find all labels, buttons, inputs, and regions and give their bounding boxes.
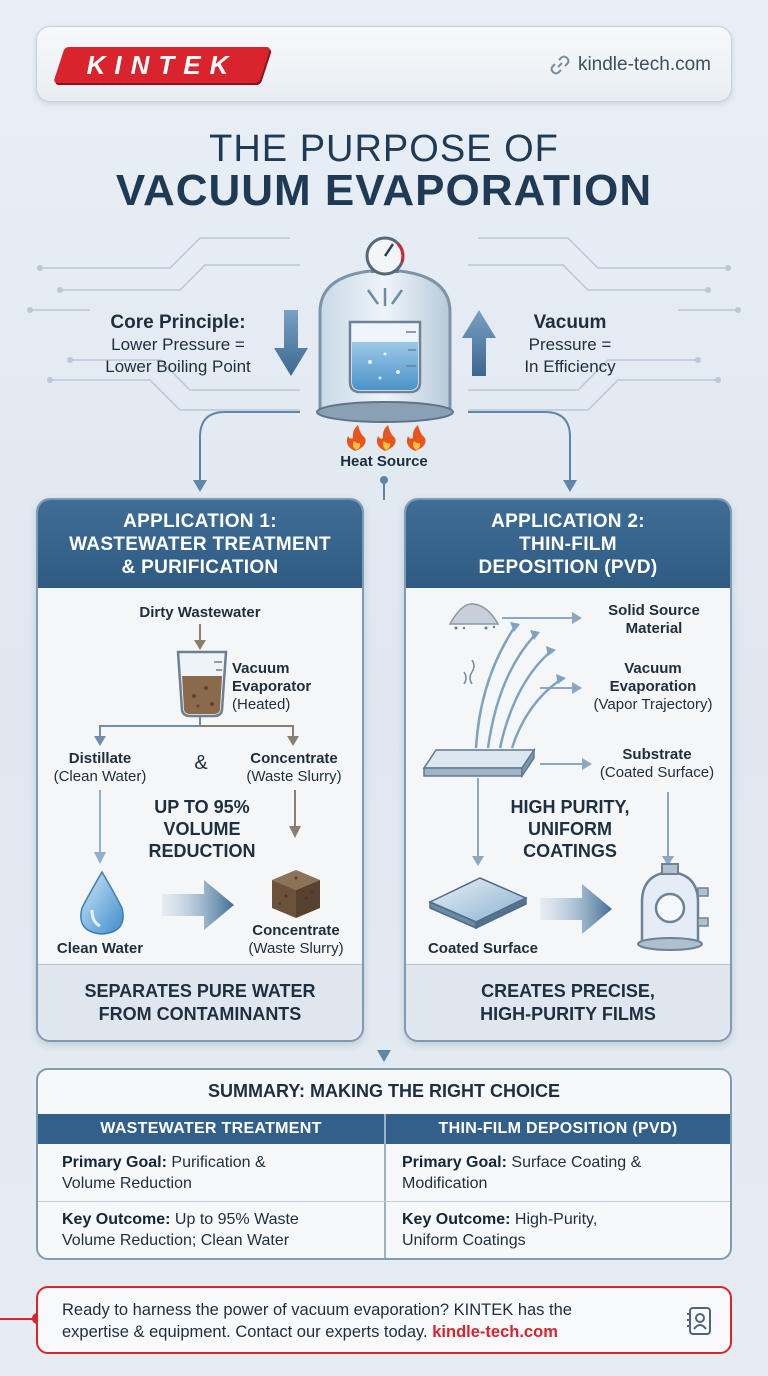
- coated-surface-icon: [428, 877, 528, 930]
- heat-source-label: Heat Source: [340, 453, 428, 470]
- page-title-line1: THE PURPOSE OF: [209, 128, 559, 170]
- page-title-line2: VACUUM EVAPORATION: [115, 166, 653, 215]
- circuit-lines-decoration: [27, 237, 741, 500]
- arrow-up-icon: [462, 310, 496, 376]
- cta-accent-line: [0, 1318, 38, 1320]
- contact-book-icon[interactable]: [686, 1306, 714, 1336]
- substrate-plate-icon: [422, 748, 536, 778]
- distillate-label: Distillate(Clean Water): [53, 750, 147, 785]
- center-connector: [377, 1050, 391, 1062]
- core-principle-label: Core Principle: Lower Pressure = Lower B…: [105, 312, 251, 376]
- pvd-flow-lines: [463, 612, 674, 866]
- substrate-label: Substrate(Coated Surface): [599, 746, 715, 781]
- vacuum-label: Vacuum Pressure = In Efficiency: [524, 312, 616, 376]
- application-2-footer: CREATES PRECISE,HIGH-PURITY FILMS: [406, 964, 730, 1040]
- summary-col2-outcome: Key Outcome: High-Purity,Uniform Coating…: [402, 1211, 598, 1249]
- sludge-cube-icon: [272, 870, 320, 918]
- flow-arrow-icon: [162, 880, 234, 930]
- header-bar: KINTEK kindle-tech.com: [36, 26, 732, 102]
- pvd-flow-arrow-icon: [540, 884, 612, 934]
- vacuum-chamber-icon: [637, 863, 709, 951]
- cta-link[interactable]: kindle-tech.com: [432, 1323, 558, 1341]
- summary-col2-goal: Primary Goal: Surface Coating &Modificat…: [402, 1154, 642, 1192]
- logo-text: KINTEK: [86, 50, 238, 80]
- output-concentrate-label: Concentrate(Waste Slurry): [248, 922, 344, 957]
- summary-table: SUMMARY: MAKING THE RIGHT CHOICE WASTEWA…: [36, 1068, 732, 1260]
- vacuum-bell-jar-icon: [316, 236, 454, 423]
- application-1-panel: APPLICATION 1:WASTEWATER TREATMENT& PURI…: [36, 498, 364, 1042]
- concentrate-label: Concentrate(Waste Slurry): [246, 750, 342, 785]
- ampersand: &: [194, 752, 208, 774]
- arrow-down-icon: [274, 310, 308, 376]
- summary-row-divider: [38, 1201, 730, 1202]
- evaporator-beaker-icon: [176, 650, 228, 718]
- summary-col1-goal: Primary Goal: Purification &Volume Reduc…: [62, 1154, 266, 1192]
- link-icon: [550, 55, 570, 75]
- cta-text: Ready to harness the power of vacuum eva…: [62, 1301, 572, 1341]
- site-url: kindle-tech.com: [577, 54, 711, 75]
- flow-lines: [94, 624, 301, 864]
- site-link[interactable]: kindle-tech.com: [550, 52, 711, 78]
- clean-water-label: Clean Water: [56, 940, 144, 957]
- flame-icons: [346, 425, 426, 451]
- summary-col1-header: WASTEWATER TREATMENT: [38, 1114, 384, 1144]
- summary-divider: [384, 1114, 386, 1258]
- cta-box: Ready to harness the power of vacuum eva…: [36, 1286, 732, 1354]
- summary-title: SUMMARY: MAKING THE RIGHT CHOICE: [208, 1081, 560, 1101]
- application-1-header: APPLICATION 1:WASTEWATER TREATMENT& PURI…: [38, 500, 362, 588]
- dirty-wastewater-label: Dirty Wastewater: [139, 604, 261, 621]
- coated-surface-label: Coated Surface: [427, 940, 539, 957]
- powder-pile-icon: [448, 603, 500, 630]
- summary-col2-header: THIN-FILM DEPOSITION (PVD): [386, 1114, 730, 1144]
- water-droplet-icon: [80, 870, 124, 935]
